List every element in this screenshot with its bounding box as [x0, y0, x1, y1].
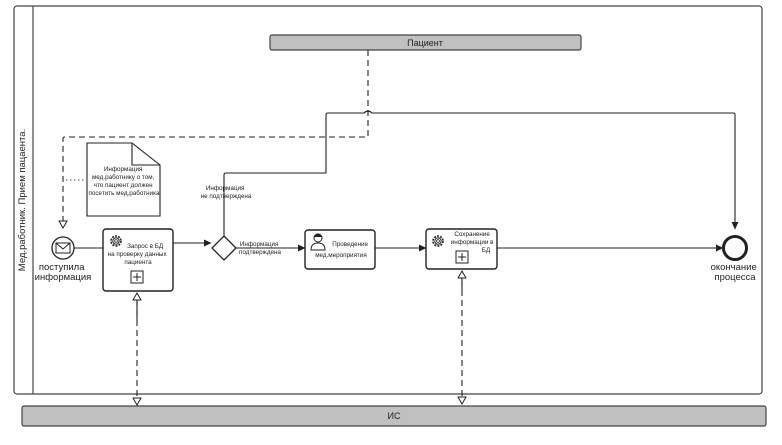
- end-event-label-1: окончание: [711, 262, 757, 273]
- svg-text:поступила информация: поступила информация: [35, 262, 92, 283]
- gear-icon: [432, 235, 444, 247]
- pool-patient-label: Пациент: [407, 38, 443, 48]
- annotation-line-2: мед.работнику о том,: [92, 173, 155, 181]
- pool-patient[interactable]: Пациент: [269, 34, 582, 51]
- task-query-line-2: на проверку данных: [108, 251, 168, 258]
- svg-text:Информация не подтверждена: Информация не подтверждена: [201, 185, 252, 200]
- start-event[interactable]: [51, 236, 75, 260]
- svg-text:Сохранение информации в: Сохранение информации в БД: [451, 231, 496, 254]
- gateway-no-label-1: Информация: [206, 185, 245, 192]
- svg-text:Запрос в БД на проверку: Запрос в БД на проверку данных пациента: [108, 243, 169, 266]
- flow-gateway-not-confirmed: [223, 110, 739, 236]
- task-query-db[interactable]: Запрос в БД на проверку данных пациента: [102, 228, 174, 292]
- plus-icon[interactable]: [455, 250, 469, 264]
- gear-icon: [110, 235, 122, 247]
- pool-is-label: ИС: [388, 411, 401, 421]
- end-event[interactable]: [722, 235, 748, 261]
- task-user-line-1: Проведение: [332, 241, 368, 248]
- annotation-line-3: что пациент должен: [94, 182, 153, 189]
- end-event-label-2: процесса: [714, 272, 756, 283]
- gateway-no-label-2: не подтверждена: [201, 193, 252, 200]
- lane-label: Мед.работник. Прием пацаента.: [17, 129, 28, 271]
- annotation-document: Информация мед.работнику о том, что паци…: [86, 142, 161, 217]
- pool-is[interactable]: ИС: [21, 405, 767, 427]
- task-query-line-3: пациента: [124, 259, 152, 266]
- main-pool: Мед.работник. Прием пацаента.: [13, 5, 763, 395]
- annotation-line-4: посетить мед.работника: [88, 189, 160, 197]
- svg-text:окончание процесса: окончание процесса: [711, 262, 760, 283]
- svg-text:Информация мед.работнику: Информация мед.работнику о том, что паци…: [88, 166, 160, 197]
- gateway-yes-label-2: подтверждена: [239, 249, 281, 256]
- task-save-db[interactable]: Сохранение информации в БД: [425, 228, 498, 270]
- task-save-line-1: Сохранение: [454, 231, 490, 238]
- start-event-label-2: информация: [35, 272, 92, 283]
- task-user-line-2: мед.мероприятия: [315, 252, 367, 259]
- plus-icon[interactable]: [130, 270, 144, 284]
- svg-text:Проведение мед.мероприят: Проведение мед.мероприятия: [315, 241, 370, 259]
- gateway-yes-label-1: Информация: [240, 241, 279, 248]
- annotation-line-1: Информация: [104, 166, 143, 173]
- task-save-line-3: БД: [482, 247, 491, 254]
- message-flow-patient-to-start: [63, 50, 369, 228]
- task-query-line-1: Запрос в БД: [127, 243, 164, 250]
- exclusive-gateway[interactable]: [211, 235, 237, 261]
- start-event-label-1: поступила: [39, 262, 85, 273]
- envelope-icon: [55, 242, 71, 254]
- task-medical-procedure[interactable]: Проведение мед.мероприятия: [304, 229, 376, 270]
- user-icon: [310, 233, 326, 251]
- svg-text:Информация подтверждена: Информация подтверждена: [239, 241, 281, 256]
- task-save-line-2: информации в: [451, 239, 494, 246]
